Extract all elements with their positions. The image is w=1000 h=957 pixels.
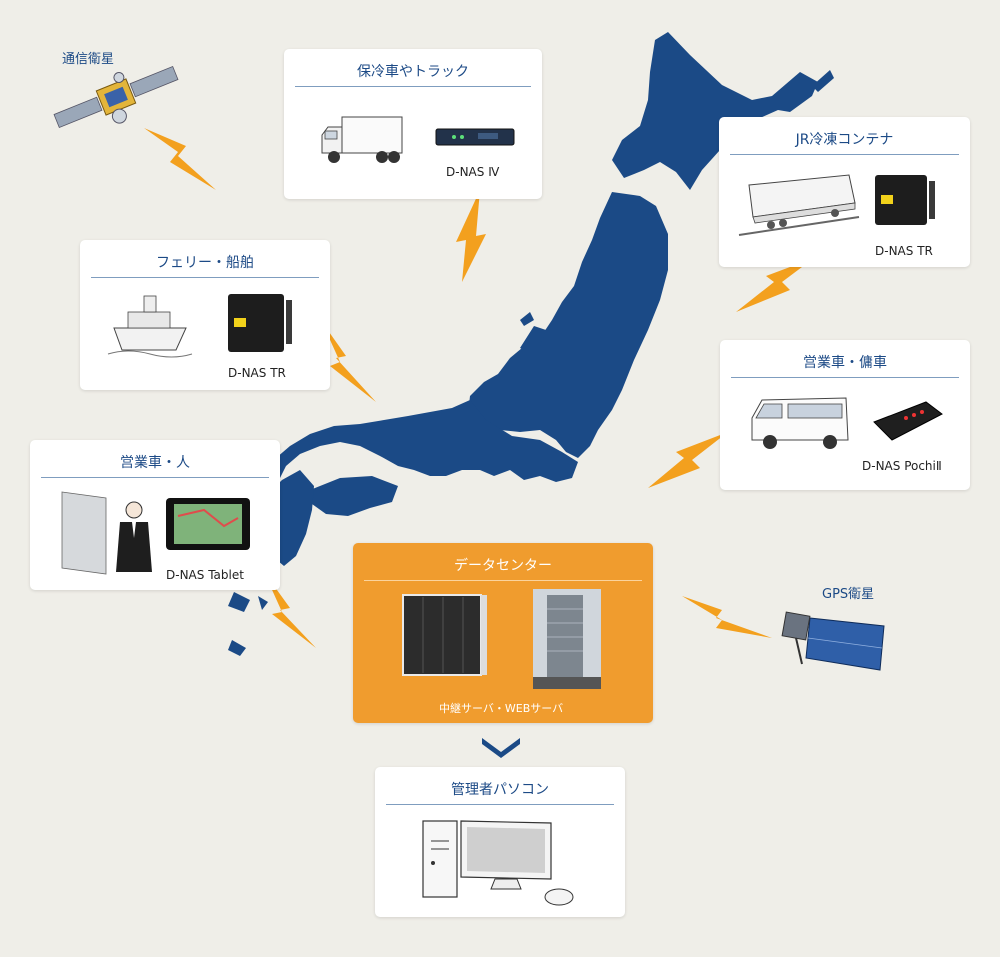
card-van: 営業車・傭車 D-NAS PochiⅡ bbox=[720, 340, 970, 490]
divider bbox=[730, 154, 959, 155]
card-title: JR冷凍コンテナ bbox=[719, 129, 970, 149]
card-datacenter: データセンター 中継サーバ・WEBサーバ bbox=[353, 543, 653, 723]
card-title: データセンター bbox=[353, 555, 653, 575]
device-label: D-NAS Tablet bbox=[166, 568, 244, 582]
device-label: D-NAS PochiⅡ bbox=[862, 459, 942, 473]
card-title: 保冷車やトラック bbox=[284, 61, 542, 81]
server-rack-icon bbox=[401, 593, 487, 679]
lightning-icon bbox=[456, 190, 486, 282]
card-person: 営業車・人 D-NAS Tablet bbox=[30, 440, 280, 590]
card-title: 営業車・傭車 bbox=[720, 352, 970, 372]
desktop-pc-icon bbox=[421, 813, 581, 909]
card-title: 管理者パソコン bbox=[375, 779, 625, 799]
divider bbox=[91, 277, 319, 278]
device-label: D-NAS Ⅳ bbox=[446, 165, 499, 179]
card-ferry: フェリー・船舶 D-NAS TR bbox=[80, 240, 330, 390]
tablet-icon bbox=[164, 496, 252, 552]
card-jr-container: JR冷凍コンテナ D-NAS TR bbox=[719, 117, 970, 267]
card-admin-pc: 管理者パソコン bbox=[375, 767, 625, 917]
device-label: D-NAS TR bbox=[228, 366, 286, 380]
businessman-icon bbox=[56, 488, 162, 578]
card-truck: 保冷車やトラック D-NAS Ⅳ bbox=[284, 49, 542, 199]
divider bbox=[386, 804, 614, 805]
lightning-icon bbox=[682, 596, 772, 638]
divider bbox=[41, 477, 269, 478]
card-title: 営業車・人 bbox=[30, 452, 280, 472]
divider bbox=[364, 580, 642, 581]
lightning-icon bbox=[144, 128, 216, 190]
device-dnastr-icon bbox=[224, 292, 294, 356]
divider bbox=[295, 86, 531, 87]
van-icon bbox=[748, 394, 852, 454]
chevron-down-icon bbox=[480, 736, 522, 758]
ship-icon bbox=[108, 288, 192, 358]
device-pochi-icon bbox=[870, 396, 946, 446]
device-dnastr-icon bbox=[871, 173, 937, 229]
device-label: D-NAS TR bbox=[875, 244, 933, 258]
building-icon bbox=[533, 589, 601, 689]
container-train-icon bbox=[739, 173, 859, 239]
lightning-icon bbox=[322, 322, 376, 402]
lightning-icon bbox=[648, 432, 728, 488]
gps-satellite-icon bbox=[780, 600, 890, 672]
card-title: フェリー・船舶 bbox=[80, 252, 330, 272]
satellite-icon bbox=[46, 62, 186, 132]
divider bbox=[731, 377, 959, 378]
truck-icon bbox=[320, 115, 404, 165]
device-dnas4-icon bbox=[434, 125, 518, 149]
datacenter-caption: 中継サーバ・WEBサーバ bbox=[439, 700, 563, 716]
